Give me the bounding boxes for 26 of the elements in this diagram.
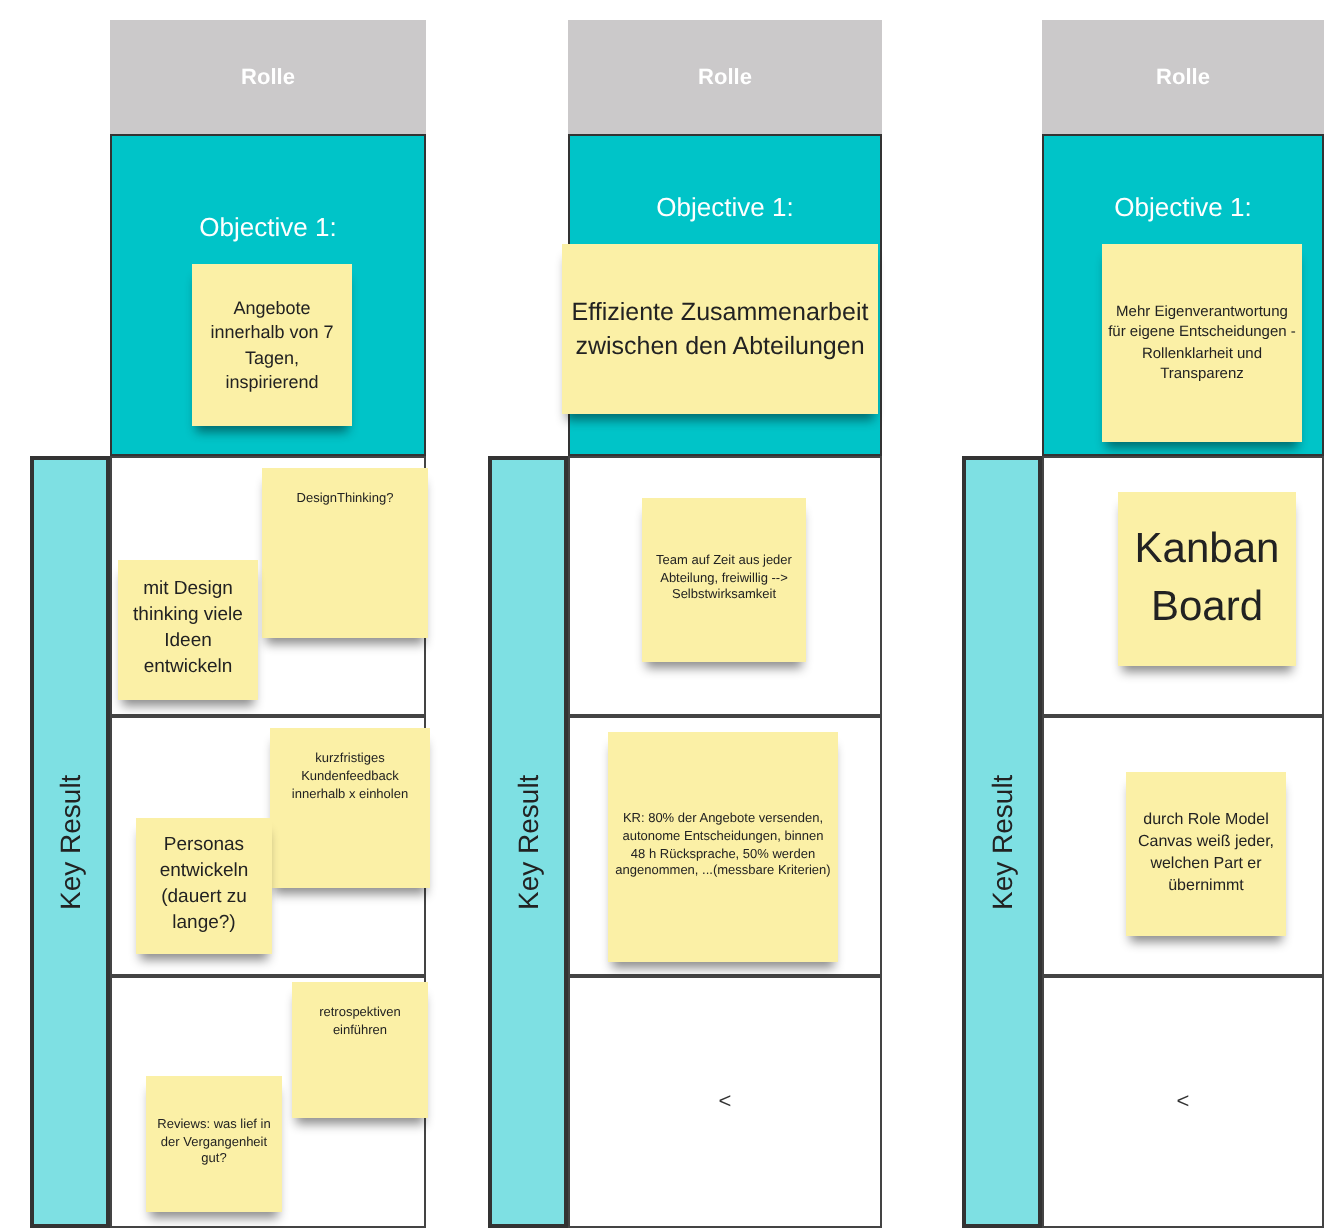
sticky-note: durch Role Model Canvas weiß jeder, welchen Part er übernimmt bbox=[1126, 772, 1286, 936]
objective-panel bbox=[1042, 134, 1324, 456]
key-result-band: Key Result bbox=[30, 456, 110, 1228]
key-result-cell bbox=[1042, 976, 1324, 1228]
placeholder-mark: < bbox=[1174, 1090, 1192, 1114]
sticky-note: Kanban Board bbox=[1118, 492, 1296, 666]
objective-heading: Objective 1: bbox=[1112, 192, 1254, 222]
key-result-cell bbox=[568, 716, 882, 976]
sticky-note: Effiziente Zusammenarbeit zwischen den Abteilungen bbox=[562, 244, 878, 414]
key-result-cell bbox=[110, 976, 426, 1228]
objective-panel bbox=[110, 134, 426, 456]
key-result-band: Key Result bbox=[488, 456, 568, 1228]
key-result-cell bbox=[568, 456, 882, 716]
key-result-cell bbox=[568, 976, 882, 1228]
objective-heading: Objective 1: bbox=[654, 192, 796, 222]
key-result-cell bbox=[1042, 456, 1324, 716]
placeholder-mark: < bbox=[716, 1090, 734, 1114]
objective-panel bbox=[568, 134, 882, 456]
sticky-note: mit Design thinking viele Ideen entwickeln bbox=[118, 560, 258, 700]
key-result-cell bbox=[1042, 716, 1324, 976]
key-result-band: Key Result bbox=[962, 456, 1042, 1228]
key-result-cell bbox=[110, 716, 426, 976]
sticky-note: Angebote innerhalb von 7 Tagen, inspirierend bbox=[192, 264, 352, 426]
key-result-cell bbox=[110, 456, 426, 716]
objective-heading: Objective 1: bbox=[197, 212, 339, 242]
sticky-note: Personas entwickeln (dauert zu lange?) bbox=[136, 818, 272, 954]
